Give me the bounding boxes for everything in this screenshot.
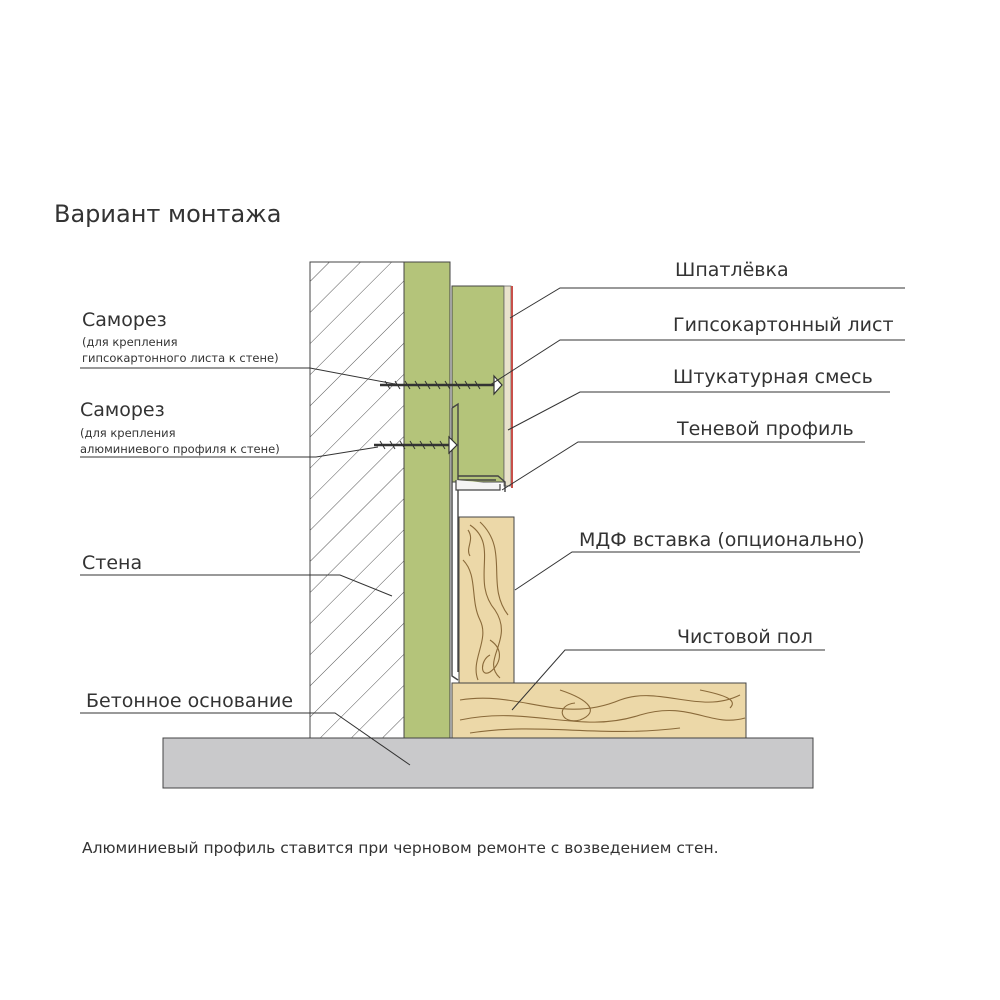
floor-wood-grain [459, 689, 746, 734]
plaster-layer [403, 261, 451, 739]
shadow-profile [451, 402, 506, 681]
label-shadow-profile: Теневой профиль [676, 418, 854, 440]
mdf-insert [458, 516, 515, 684]
leader-concrete [80, 712, 411, 766]
label-wall: Стена [82, 552, 142, 574]
mdf-wood-grain [462, 521, 509, 681]
leader-gypsum [489, 339, 905, 386]
label-concrete-base: Бетонное основание [86, 690, 293, 712]
leader-screw-gypsum [80, 367, 401, 386]
leader-wall [80, 574, 393, 597]
finish-floor [451, 682, 747, 739]
leader-shadow-profile [501, 441, 865, 491]
leader-floor [511, 649, 825, 711]
leader-putty [509, 287, 905, 319]
screw-profile [374, 435, 458, 455]
label-plaster-mix: Штукатурная смесь [673, 366, 873, 388]
label-screw-gypsum-note-1: (для крепления [82, 335, 178, 349]
label-screw-profile: Саморез [80, 399, 165, 421]
label-putty: Шпатлёвка [675, 259, 789, 281]
label-screw-gypsum: Саморез [82, 309, 167, 331]
plaster-mix-layer [503, 285, 512, 487]
label-screw-profile-note-2: алюминиевого профиля к стене) [80, 442, 280, 456]
shadow-profile-channel [455, 480, 501, 491]
label-finish-floor: Чистовой пол [677, 626, 813, 648]
label-mdf-insert: МДФ вставка (опционально) [579, 529, 865, 551]
label-screw-profile-note-1: (для крепления [80, 426, 176, 440]
wall-hatched [309, 261, 405, 739]
label-gypsum-board: Гипсокартонный лист [673, 314, 894, 336]
concrete-base [162, 737, 814, 789]
leader-plaster [507, 391, 890, 431]
leader-mdf [514, 551, 860, 591]
label-screw-gypsum-note-2: гипсокартонного листа к стене) [82, 351, 279, 365]
footnote: Алюминиевый профиль ставится при черново… [82, 839, 719, 857]
screw-gypsum [380, 374, 503, 396]
diagram-title: Вариант монтажа [54, 200, 282, 228]
leader-screw-profile [80, 446, 379, 458]
